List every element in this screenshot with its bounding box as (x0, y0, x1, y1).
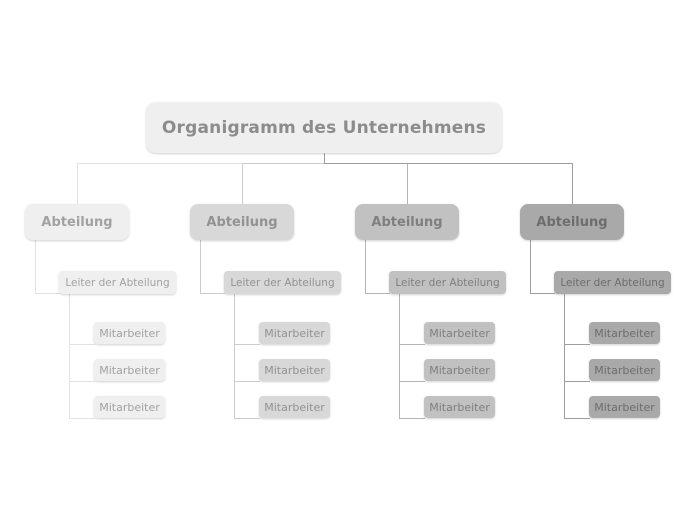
connector-line (572, 163, 573, 205)
connector-line (200, 240, 201, 294)
connector-line (77, 163, 325, 164)
employee-node-label: Mitarbeiter (264, 326, 325, 340)
department-node-label: Abteilung (41, 214, 113, 230)
employee-node-label: Mitarbeiter (594, 363, 655, 377)
leader-node: Leiter der Abteilung (59, 271, 176, 294)
connector-line (234, 294, 235, 419)
leader-node: Leiter der Abteilung (224, 271, 341, 294)
leader-node-label: Leiter der Abteilung (395, 276, 500, 289)
department-node: Abteilung (520, 204, 624, 240)
connector-line (564, 294, 565, 419)
connector-line (564, 418, 590, 419)
connector-line (399, 344, 425, 345)
leader-node-label: Leiter der Abteilung (230, 276, 335, 289)
employee-node: Mitarbeiter (259, 359, 330, 381)
connector-line (564, 381, 590, 382)
department-node-label: Abteilung (206, 214, 278, 230)
employee-node-label: Mitarbeiter (264, 400, 325, 414)
employee-node: Mitarbeiter (424, 396, 495, 418)
connector-line (399, 294, 400, 419)
employee-node: Mitarbeiter (589, 396, 660, 418)
connector-line (69, 381, 95, 382)
employee-node: Mitarbeiter (94, 322, 165, 344)
connector-line (564, 344, 590, 345)
employee-node-label: Mitarbeiter (429, 326, 490, 340)
department-node-label: Abteilung (536, 214, 608, 230)
connector-line (530, 293, 555, 294)
department-node: Abteilung (190, 204, 294, 240)
employee-node: Mitarbeiter (94, 396, 165, 418)
employee-node: Mitarbeiter (94, 359, 165, 381)
connector-line (530, 240, 531, 294)
employee-node-label: Mitarbeiter (429, 400, 490, 414)
employee-node: Mitarbeiter (589, 359, 660, 381)
connector-line (324, 163, 573, 164)
root-node-label: Organigramm des Unternehmens (161, 117, 487, 138)
employee-node: Mitarbeiter (424, 359, 495, 381)
connector-line (35, 293, 60, 294)
employee-node-label: Mitarbeiter (99, 363, 160, 377)
connector-line (200, 293, 225, 294)
connector-line (77, 163, 78, 205)
employee-node-label: Mitarbeiter (594, 400, 655, 414)
employee-node-label: Mitarbeiter (594, 326, 655, 340)
leader-node: Leiter der Abteilung (389, 271, 506, 294)
employee-node-label: Mitarbeiter (264, 363, 325, 377)
connector-line (69, 294, 70, 419)
connector-line (234, 344, 260, 345)
connector-line (399, 381, 425, 382)
connector-line (69, 418, 95, 419)
connector-line (365, 293, 390, 294)
connector-line (242, 163, 243, 205)
employee-node-label: Mitarbeiter (429, 363, 490, 377)
department-node-label: Abteilung (371, 214, 443, 230)
employee-node: Mitarbeiter (259, 396, 330, 418)
leader-node: Leiter der Abteilung (554, 271, 671, 294)
employee-node: Mitarbeiter (589, 322, 660, 344)
employee-node-label: Mitarbeiter (99, 326, 160, 340)
connector-line (234, 418, 260, 419)
connector-line (234, 381, 260, 382)
employee-node-label: Mitarbeiter (99, 400, 160, 414)
connector-line (242, 163, 325, 164)
connector-line (365, 240, 366, 294)
leader-node-label: Leiter der Abteilung (560, 276, 665, 289)
connector-line (324, 153, 325, 164)
department-node: Abteilung (25, 204, 129, 240)
leader-node-label: Leiter der Abteilung (65, 276, 170, 289)
connector-line (399, 418, 425, 419)
connector-line (407, 163, 408, 205)
connector-line (35, 240, 36, 294)
department-node: Abteilung (355, 204, 459, 240)
employee-node: Mitarbeiter (259, 322, 330, 344)
employee-node: Mitarbeiter (424, 322, 495, 344)
connector-line (69, 344, 95, 345)
root-node: Organigramm des Unternehmens (146, 102, 502, 153)
